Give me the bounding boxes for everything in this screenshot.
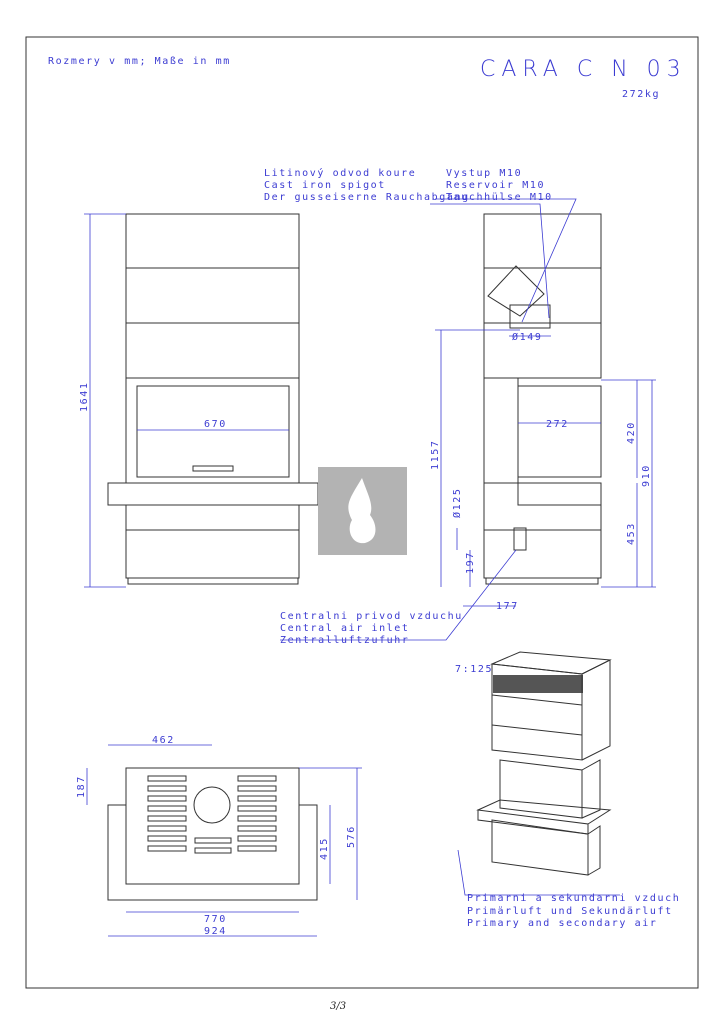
svg-text:Tauchhülse M10: Tauchhülse M10	[446, 192, 553, 203]
dim-air-dia: Ø125	[451, 488, 463, 518]
side-view	[280, 198, 656, 641]
page-number: 3/3	[330, 1001, 347, 1012]
svg-text:Primärluft und Sekundärluft: Primärluft und Sekundärluft	[467, 906, 673, 917]
dim-770: 770	[204, 914, 227, 925]
dim-flue-height: 1157	[430, 440, 441, 470]
svg-text:Centralni privod vzduchu: Centralni privod vzduchu	[280, 611, 463, 622]
svg-text:Central air inlet: Central air inlet	[280, 623, 410, 634]
dim-415: 415	[319, 837, 330, 860]
primary-air-label: Primarni a sekundarni vzduch Primärluft …	[467, 893, 680, 929]
svg-text:Primarni a sekundarni vzduch: Primarni a sekundarni vzduch	[467, 893, 680, 904]
dim-924: 924	[204, 926, 227, 937]
dim-197: 197	[465, 551, 476, 574]
svg-text:Primary and secondary air: Primary and secondary air	[467, 918, 658, 929]
plan-view	[86, 744, 362, 937]
svg-text:Litinový odvod koure: Litinový odvod koure	[264, 167, 416, 179]
dim-side-glass: 272	[546, 419, 569, 430]
dim-462: 462	[152, 735, 175, 746]
svg-text:Der gusseiserne Rauchabgang: Der gusseiserne Rauchabgang	[264, 192, 470, 203]
dim-910: 910	[641, 464, 652, 487]
isometric-view	[457, 651, 620, 896]
dim-576: 576	[346, 825, 357, 848]
units-note: Rozmery v mm; Maße in mm	[48, 56, 231, 67]
svg-text:Cast iron spigot: Cast iron spigot	[264, 180, 386, 191]
brand-logo	[318, 467, 407, 555]
spigot-label: Litinový odvod koure Cast iron spigot De…	[264, 167, 470, 203]
svg-text:Vystup M10: Vystup M10	[446, 168, 522, 179]
model-title: CARA C N 03	[480, 57, 687, 82]
sensor-label: Vystup M10 Reservoir M10 Tauchhülse M10	[446, 168, 553, 203]
scale-label: 7:125	[455, 664, 493, 675]
weight: 272kg	[622, 89, 660, 100]
svg-text:Zentralluftzufuhr: Zentralluftzufuhr	[280, 635, 410, 646]
dim-flue-dia: Ø149	[512, 331, 542, 343]
drawing-frame	[25, 36, 699, 989]
dim-177: 177	[496, 601, 519, 612]
front-view	[84, 213, 319, 588]
dim-420: 420	[626, 421, 637, 444]
air-inlet-label: Centralni privod vzduchu Central air inl…	[280, 611, 463, 646]
dim-453: 453	[626, 522, 637, 545]
dim-glass-width: 670	[204, 419, 227, 430]
dim-187: 187	[76, 775, 87, 798]
svg-text:Reservoir M10: Reservoir M10	[446, 180, 545, 191]
dim-height: 1641	[79, 382, 90, 412]
